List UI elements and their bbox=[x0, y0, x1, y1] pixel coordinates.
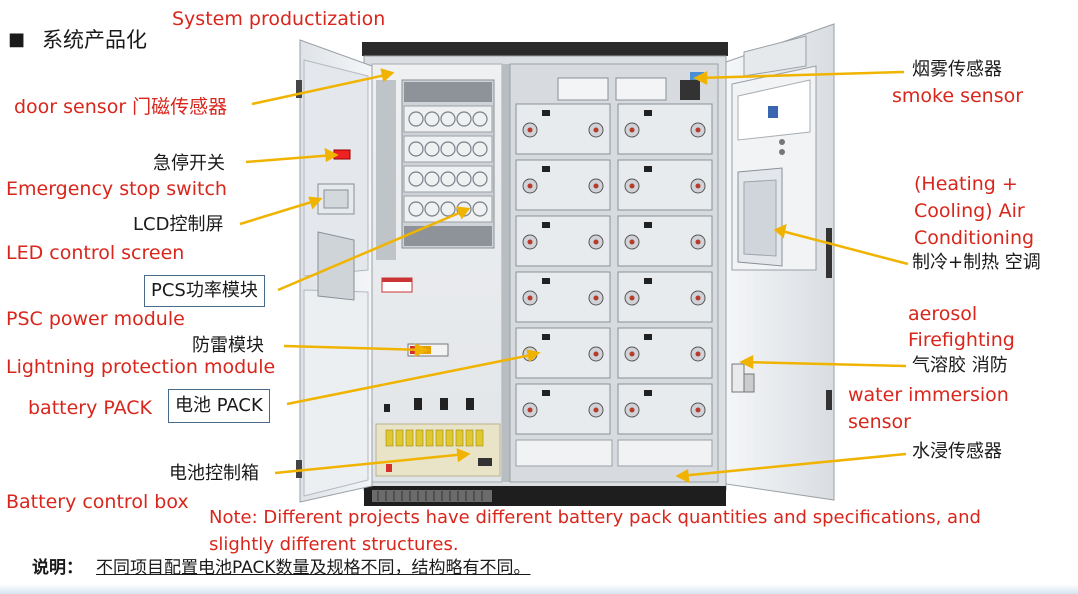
note-cn-text: 不同项目配置电池PACK数量及规格不同，结构略有不同。 bbox=[96, 558, 531, 578]
title-bullet-icon: ■ bbox=[8, 29, 26, 50]
label-ac-en-2: Cooling) Air bbox=[914, 200, 1025, 222]
left-door bbox=[296, 39, 373, 503]
aerosol-fire-device bbox=[731, 363, 745, 393]
right-door bbox=[725, 23, 835, 501]
bottom-accent-strip bbox=[0, 584, 1078, 594]
label-estop-cn: 急停开关 bbox=[153, 153, 225, 174]
label-water-cn: 水浸传感器 bbox=[912, 441, 1002, 462]
label-ac-en-1: (Heating + bbox=[914, 173, 1018, 195]
note-cn-label: 说明： bbox=[32, 558, 83, 578]
label-pcs-en: PSC power module bbox=[6, 308, 185, 330]
label-aerosol-en-1: aerosol bbox=[908, 303, 978, 325]
pcs-power-module-stack bbox=[401, 79, 495, 249]
label-smoke-cn: 烟雾传感器 bbox=[912, 59, 1002, 80]
air-conditioner-unit bbox=[731, 65, 817, 271]
label-door-sensor: door sensor 门磁传感器 bbox=[14, 96, 228, 118]
battery-control-box bbox=[375, 423, 501, 477]
battery-pack-grid bbox=[515, 103, 713, 435]
label-battery-pack-en: battery PACK bbox=[28, 397, 153, 419]
label-water-en-1: water immersion bbox=[848, 384, 1009, 406]
label-ac-cn: 制冷+制热 空调 bbox=[912, 252, 1041, 273]
label-water-en-2: sensor bbox=[848, 411, 911, 433]
label-lightning-en: Lightning protection module bbox=[6, 356, 276, 378]
label-battery-box-cn: 电池控制箱 bbox=[169, 463, 259, 484]
label-lcd-en: LED control screen bbox=[6, 242, 185, 264]
label-lightning-cn: 防雷模块 bbox=[192, 335, 264, 356]
note-en-line2: slightly different structures. bbox=[209, 534, 459, 555]
page-title-cn: 系统产品化 bbox=[42, 28, 147, 52]
label-pcs-cn: PCS功率模块 bbox=[144, 275, 265, 307]
label-battery-box-en: Battery control box bbox=[6, 491, 189, 513]
label-smoke-en: smoke sensor bbox=[892, 85, 1024, 107]
smoke-sensor bbox=[690, 72, 704, 80]
label-aerosol-en-2: Firefighting bbox=[908, 329, 1015, 351]
note-en-line1: Note: Different projects have different … bbox=[209, 507, 981, 528]
label-estop-en: Emergency stop switch bbox=[6, 178, 227, 200]
page-title-en: System productization bbox=[172, 8, 386, 30]
cabinet-roof bbox=[362, 42, 728, 56]
label-battery-pack-cn: 电池 PACK bbox=[168, 389, 270, 423]
label-lcd-cn: LCD控制屏 bbox=[133, 214, 224, 235]
label-ac-en-3: Conditioning bbox=[914, 227, 1035, 249]
label-aerosol-cn: 气溶胶 消防 bbox=[912, 355, 1008, 376]
leader-lines bbox=[239, 68, 909, 484]
